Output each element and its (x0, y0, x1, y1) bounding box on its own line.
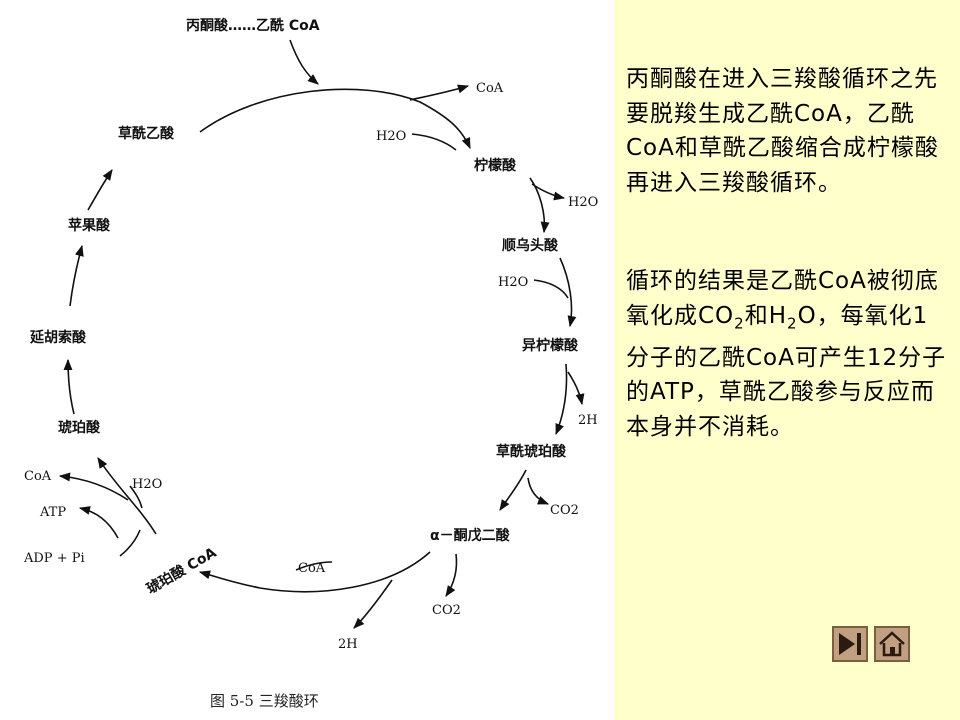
paragraph-2-part-2: 和H (744, 302, 788, 329)
h2o-subscript: 2 (787, 314, 798, 333)
arc-malate-to-oxaloacetate (87, 169, 113, 211)
arc-atp-formation (78, 506, 119, 539)
side-h2o-4: H2O (132, 477, 162, 492)
side-co2-2: CO2 (432, 603, 461, 618)
side-co2-1: CO2 (550, 503, 579, 518)
paragraph-2-part-1: 循环的结果是乙酰CoA被彻底氧化成CO (626, 268, 939, 329)
cycle-arcs (58, 39, 585, 629)
side-h2o-2: H2O (568, 195, 598, 210)
home-icon (879, 631, 905, 657)
side-2h-2: 2H (338, 637, 358, 652)
arc-h2o-entry-3 (129, 485, 143, 509)
node-pyruvate-acetyl-coa: 丙酮酸……乙酰 CoA (186, 17, 320, 34)
play-next-icon (839, 633, 861, 655)
side-coa-2: CoA (298, 561, 326, 576)
arc-oxaloacetate-to-citrate (199, 88, 471, 150)
arc-citrate-to-cis-aconitate (529, 177, 550, 234)
arc-coa-release-2 (58, 472, 129, 501)
arc-fumarate-to-malate (69, 244, 84, 307)
arc-acetyl-coa-entry (289, 39, 319, 85)
figure-caption: 图 5-5 三羧酸环 (210, 692, 319, 710)
paragraph-2-part-3: O，每氧化1分子的乙酰CoA可产生12分子的ATP，草酰乙酸参与反应而本身并不消… (626, 302, 947, 440)
paragraph-1: 丙酮酸在进入三羧酸循环之先要脱羧生成乙酰CoA，乙酰CoA和草酰乙酸缩合成柠檬酸… (626, 66, 939, 196)
arc-succinate-to-fumarate (63, 358, 75, 415)
node-succinyl-coa: 琥珀酸 CoA (144, 544, 220, 598)
node-succinate: 琥珀酸 (58, 419, 101, 436)
side-atp: ATP (39, 505, 66, 520)
node-oxalosuccinate: 草酰琥珀酸 (496, 443, 567, 460)
side-coa-3: CoA (24, 469, 52, 484)
arc-succinyl-coa-to-succinate (97, 457, 157, 535)
arc-cis-aconitate-to-isocitrate (559, 257, 577, 328)
node-citrate: 柠檬酸 (474, 157, 517, 174)
next-button[interactable] (832, 626, 868, 662)
side-h2o-1: H2O (376, 129, 406, 144)
node-isocitrate: 异柠檬酸 (522, 337, 579, 354)
arc-isocitrate-to-oxalosuccinate (555, 363, 568, 436)
side-2h-1: 2H (578, 413, 598, 428)
side-h2o-3: H2O (498, 275, 528, 290)
arc-h2o-entry-1 (411, 133, 457, 151)
node-oxaloacetate: 草酰乙酸 (118, 125, 175, 142)
tca-cycle-diagram: 丙酮酸……乙酰 CoA 柠檬酸 顺乌头酸 异柠檬酸 草酰琥珀酸 α－酮戊二酸 琥… (23, 17, 599, 710)
node-alpha-ketoglutarate: α－酮戊二酸 (430, 527, 511, 544)
paragraph-2: 循环的结果是乙酰CoA被彻底氧化成CO2和H2O，每氧化1分子的乙酰CoA可产生… (626, 264, 952, 444)
arc-co2-release-2 (445, 553, 458, 597)
arc-coa-release (409, 84, 470, 101)
arc-oxalosuccinate-to-ketoglutarate (499, 469, 527, 511)
side-adp-pi: ADP + Pi (23, 551, 85, 566)
arc-2h-release-2 (353, 579, 393, 629)
side-coa-1: CoA (476, 81, 504, 96)
arc-co2-release-1 (527, 477, 550, 505)
node-cis-aconitate: 顺乌头酸 (502, 237, 559, 254)
arc-coa-entry (295, 561, 333, 571)
explanation-panel: 丙酮酸在进入三羧酸循环之先要脱羧生成乙酰CoA，乙酰CoA和草酰乙酸缩合成柠檬酸… (614, 0, 960, 720)
node-malate: 苹果酸 (68, 217, 111, 234)
node-fumarate: 延胡索酸 (29, 329, 87, 346)
arc-h2o-release-1 (531, 183, 566, 201)
arc-ketoglutarate-to-succinyl-coa (198, 551, 431, 593)
arc-2h-release-1 (567, 371, 585, 406)
arc-h2o-entry-2 (533, 279, 569, 299)
arc-adp-entry (119, 529, 141, 557)
home-button[interactable] (874, 626, 910, 662)
co2-subscript: 2 (734, 314, 745, 333)
diagram-canvas: 丙酮酸……乙酰 CoA 柠檬酸 顺乌头酸 异柠檬酸 草酰琥珀酸 α－酮戊二酸 琥… (23, 17, 598, 710)
